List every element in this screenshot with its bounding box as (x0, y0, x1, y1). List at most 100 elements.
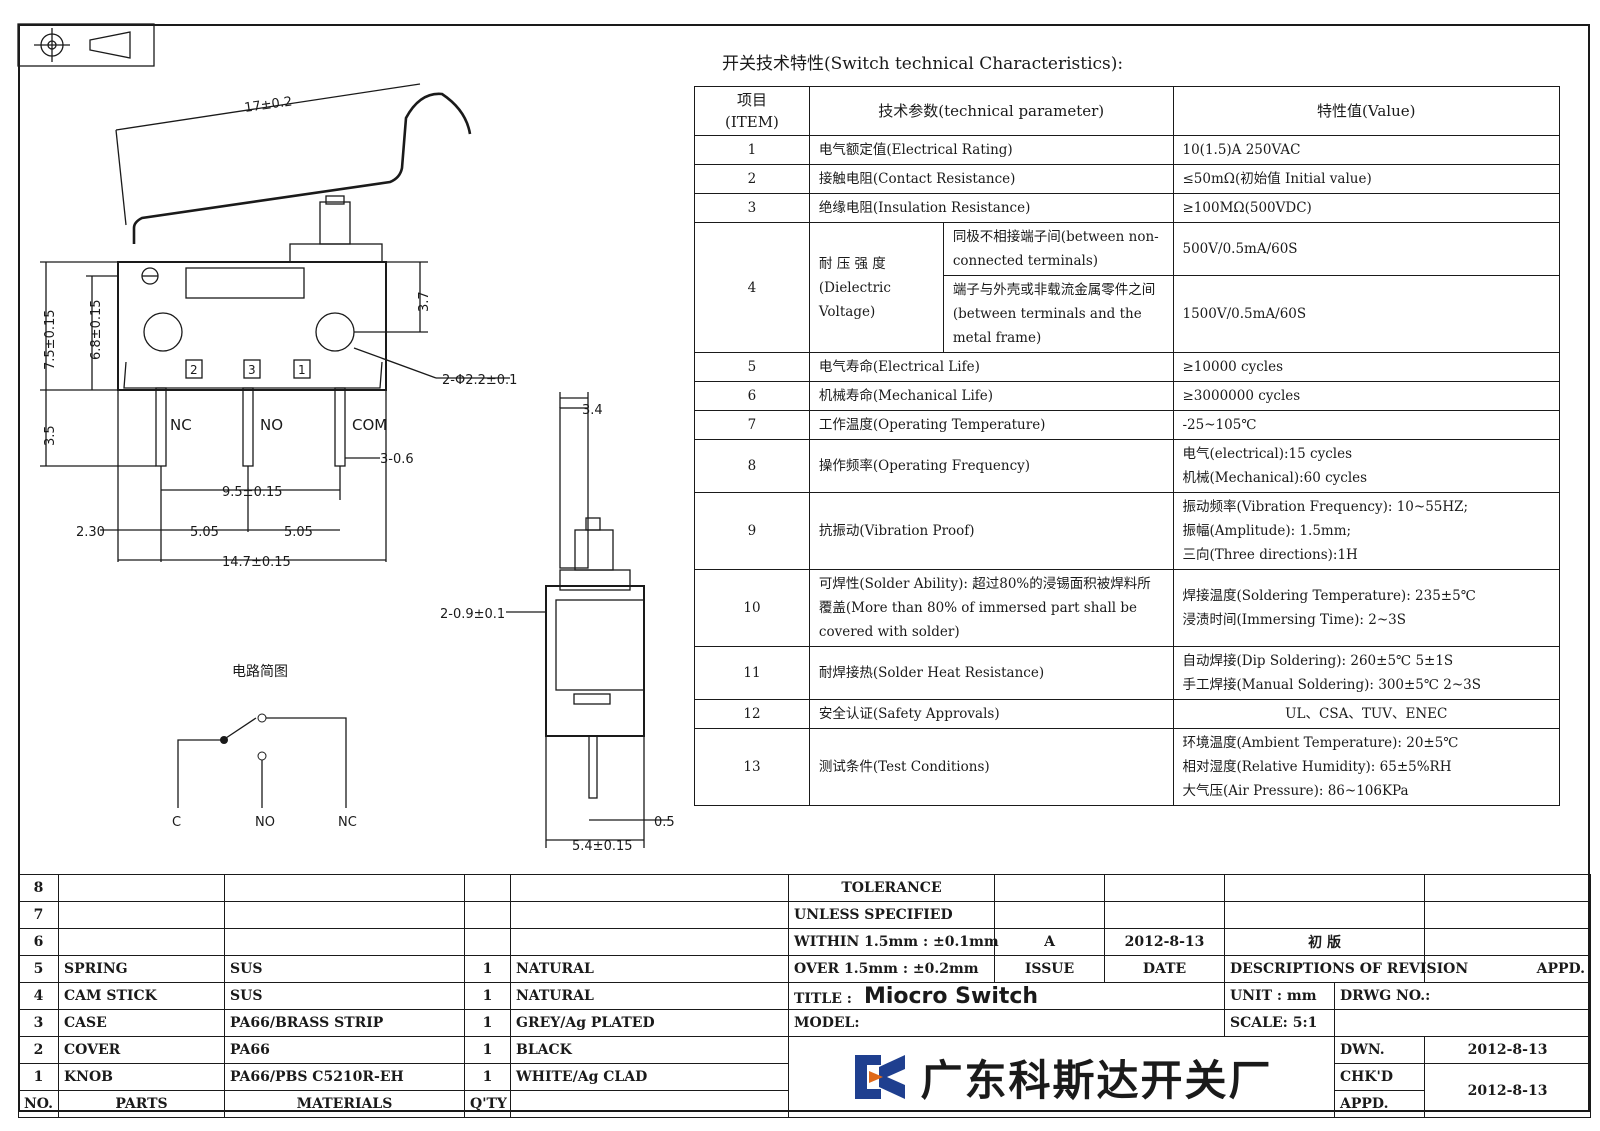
spec-param: 抗振动(Vibration Proof) (808, 492, 1174, 570)
row-number: 6 (18, 928, 59, 956)
dim-width: 14.7±0.15 (222, 555, 291, 570)
parts-row: 2 COVER PA66 1 BLACK 广东科斯达开关厂 DWN. 2012-… (18, 1036, 1592, 1118)
spec-param: 绝缘电阻(Insulation Resistance) (808, 193, 1174, 223)
title-block: 8 TOLERANCE 7 UNLESS SPECIFIED 6 WITHIN … (18, 874, 1592, 1118)
plunger (319, 201, 351, 245)
spec-param: 电气额定值(Electrical Rating) (808, 135, 1174, 165)
terminal-com (334, 387, 346, 467)
terminal-nc (155, 387, 167, 467)
spec-param: 操作频率(Operating Frequency) (808, 439, 1174, 493)
spec-row: 6 机械寿命(Mechanical Life) ≥3000000 cycles (694, 381, 1560, 411)
spec-no: 3 (694, 193, 810, 223)
spec-param: 耐 压 强 度 (Dielectric Voltage) (808, 222, 944, 353)
spec-row: 1 电气额定值(Electrical Rating) 10(1.5)A 250V… (694, 135, 1560, 165)
spec-subparam: 同极不相接端子间(between non-connected terminals… (942, 222, 1174, 276)
revision-mark: A (994, 928, 1106, 956)
spec-no: 7 (694, 410, 810, 440)
circuit-label-c: C (172, 815, 181, 830)
title-cell: TITLE :Miocro Switch (787, 982, 1226, 1010)
spec-value: ≥100MΩ(500VDC) (1172, 193, 1560, 223)
mount-hole-left (143, 312, 183, 352)
circuit-label-nc: NC (338, 815, 357, 830)
dim-arm-length: 17±0.2 (243, 94, 293, 116)
spec-row: 3 绝缘电阻(Insulation Resistance) ≥100MΩ(500… (694, 193, 1560, 223)
dim-side-top: 3.4 (582, 403, 603, 418)
spec-row: 2 接触电阻(Contact Resistance) ≤50mΩ(初始值 Ini… (694, 164, 1560, 194)
spec-row: 5 电气寿命(Electrical Life) ≥10000 cycles (694, 352, 1560, 382)
spec-value: ≥3000000 cycles (1172, 381, 1560, 411)
dim-term-length: 3.5 (43, 425, 58, 446)
tolerance-within: WITHIN 1.5mm : ±0.1mm (787, 928, 999, 956)
dim-hole: 2-Φ2.2±0.1 (442, 373, 517, 388)
spec-no: 4 (694, 222, 810, 353)
spec-value: 1500V/0.5mA/60S (1172, 275, 1560, 353)
mount-hole-right (315, 312, 355, 352)
spec-no: 12 (694, 699, 810, 729)
circuit-wire-c (177, 739, 222, 808)
spec-param: 工作温度(Operating Temperature) (808, 410, 1174, 440)
spec-value: -25~105℃ (1172, 410, 1560, 440)
terminal-number-2: 2 (190, 363, 198, 377)
row-number: 8 (18, 874, 59, 902)
side-terminal (588, 735, 598, 799)
spec-value: ≤50mΩ(初始值 Initial value) (1172, 164, 1560, 194)
tolerance-title: TOLERANCE (787, 874, 996, 902)
spec-param: 机械寿命(Mechanical Life) (808, 381, 1174, 411)
revision-desc: 初 版 (1224, 928, 1426, 956)
spec-value: ≥10000 cycles (1172, 352, 1560, 382)
dim-pitch-left: 5.05 (190, 525, 219, 540)
terminal-label-com: COM (352, 416, 387, 434)
dim-side-width: 5.4±0.15 (572, 839, 633, 854)
terminal-no (242, 387, 254, 467)
tb-row: 7 UNLESS SPECIFIED (18, 901, 1592, 929)
tolerance-over: OVER 1.5mm : ±0.2mm (787, 955, 996, 983)
spec-row: 10 可焊性(Solder Ability): 超过80%的浸锡面积被焊料所覆盖… (694, 569, 1560, 647)
spec-row: 13 测试条件(Test Conditions) 环境温度(Ambient Te… (694, 728, 1560, 806)
company-logo-icon (854, 1055, 905, 1099)
spec-subparam: 端子与外壳或非载流金属零件之间(between terminals and th… (942, 275, 1174, 353)
tolerance-subtitle: UNLESS SPECIFIED (787, 901, 996, 929)
spec-row: 7 工作温度(Operating Temperature) -25~105℃ (694, 410, 1560, 440)
spec-param: 耐焊接热(Solder Heat Resistance) (808, 646, 1174, 700)
spec-header-item: 项目 (ITEM) (694, 86, 810, 136)
spec-no: 10 (694, 569, 810, 647)
spec-no: 8 (694, 439, 810, 493)
maker-cell: 广东科斯达开关厂 (787, 1036, 1336, 1118)
terminal-number-3: 3 (248, 363, 256, 377)
dim-pitch-right: 5.05 (284, 525, 313, 540)
spec-param: 安全认证(Safety Approvals) (808, 699, 1174, 729)
dim-height-inner: 6.8±0.15 (89, 299, 104, 360)
spec-table: 项目 (ITEM) 技术参数(technical parameter) 特性值(… (694, 86, 1560, 806)
drawing-title: Miocro Switch (863, 983, 1039, 1009)
spec-param: 可焊性(Solder Ability): 超过80%的浸锡面积被焊料所覆盖(Mo… (808, 569, 1174, 647)
model-label: MODEL: (787, 1009, 1226, 1037)
revision-date: 2012-8-13 (1104, 928, 1226, 956)
spec-header-value: 特性值(Value) (1172, 86, 1560, 136)
spec-row: 9 抗振动(Vibration Proof) 振动频率(Vibration Fr… (694, 492, 1560, 570)
parts-row: 4 CAM STICK SUS 1 NATURAL TITLE :Miocro … (18, 982, 1592, 1010)
spec-header-param: 技术参数(technical parameter) (808, 86, 1174, 136)
parts-row: 5 SPRING SUS 1 NATURAL OVER 1.5mm : ±0.2… (18, 955, 1592, 983)
spec-row: 4 耐 压 强 度 (Dielectric Voltage) 同极不相接端子间(… (694, 222, 1560, 353)
spec-value: 10(1.5)A 250VAC (1172, 135, 1560, 165)
circuit-label-no: NO (255, 815, 275, 830)
spec-header-row: 项目 (ITEM) 技术参数(technical parameter) 特性值(… (694, 86, 1560, 136)
company-name: 广东科斯达开关厂 (920, 1055, 1273, 1105)
spec-row: 8 操作频率(Operating Frequency) 电气(electrica… (694, 439, 1560, 493)
circuit-title: 电路简图 (232, 663, 288, 680)
projection-symbol (17, 23, 155, 67)
spec-value: 500V/0.5mA/60S (1172, 222, 1560, 276)
spec-param: 测试条件(Test Conditions) (808, 728, 1174, 806)
row-number: 7 (18, 901, 59, 929)
terminal-label-no: NO (260, 416, 283, 434)
dim-side-hole: 2-0.9±0.1 (440, 607, 505, 622)
spec-title: 开关技术特性(Switch technical Characteristics)… (722, 54, 1124, 74)
spec-no: 6 (694, 381, 810, 411)
lever-arm (132, 92, 472, 244)
dim-term-width: 3-0.6 (380, 452, 414, 467)
terminal-label-nc: NC (170, 416, 192, 434)
parts-row: 3 CASE PA66/BRASS STRIP 1 GREY/Ag PLATED… (18, 1009, 1592, 1037)
